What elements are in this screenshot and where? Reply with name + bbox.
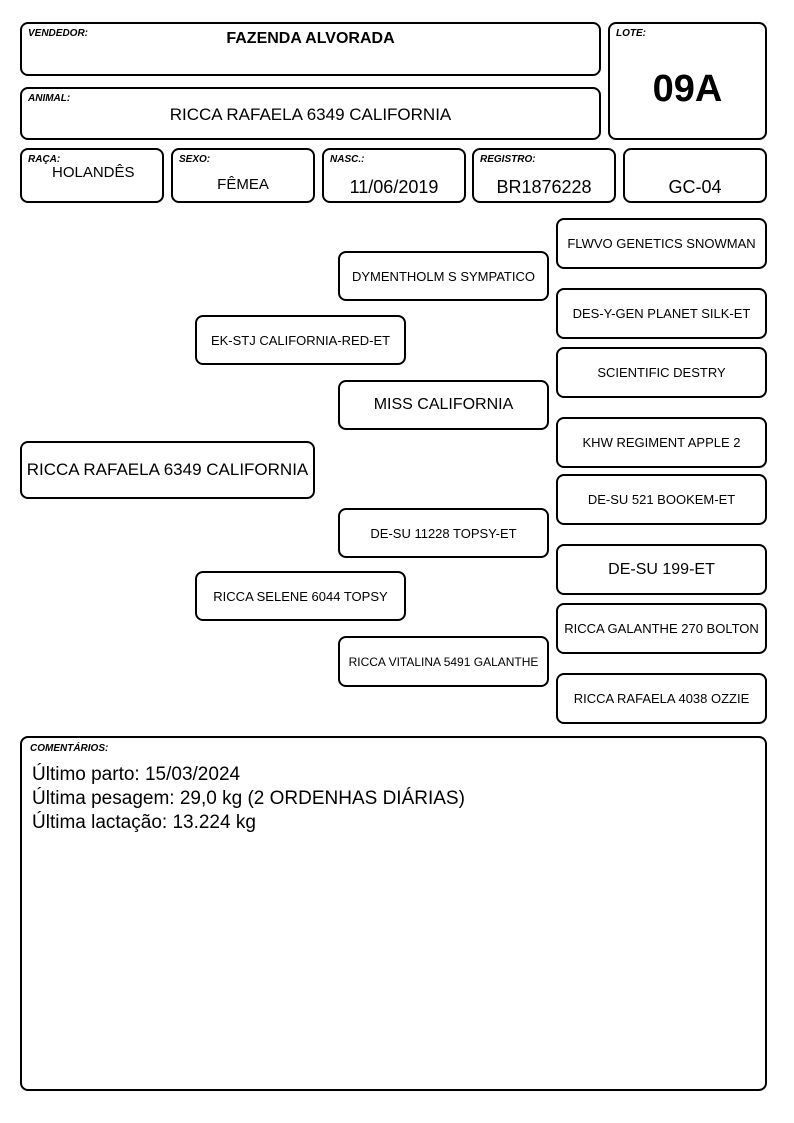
comment-line: Última lactação: 13.224 kg — [32, 812, 256, 833]
birth-box: NASC.: 11/06/2019 — [322, 148, 466, 203]
pedigree-dam-sire: DE-SU 11228 TOPSY-ET — [338, 508, 549, 558]
lot-label: LOTE: — [616, 28, 646, 39]
seller-box: VENDEDOR: FAZENDA ALVORADA — [20, 22, 601, 76]
pedigree-dd-sire: RICCA GALANTHE 270 BOLTON — [556, 603, 767, 654]
breed-value: HOLANDÊS — [52, 164, 135, 181]
animal-box: ANIMAL: RICCA RAFAELA 6349 CALIFORNIA — [20, 87, 601, 140]
birth-label: NASC.: — [330, 154, 365, 165]
sex-box: SEXO: FÊMEA — [171, 148, 315, 203]
breed-label: RAÇA: — [28, 154, 61, 165]
pedigree-dam: RICCA SELENE 6044 TOPSY — [195, 571, 406, 621]
pedigree-ss-dam: DES-Y-GEN PLANET SILK-ET — [556, 288, 767, 339]
pedigree-sd-dam: KHW REGIMENT APPLE 2 — [556, 417, 767, 468]
comment-line: Último parto: 15/03/2024 — [32, 764, 241, 785]
code-value: GC-04 — [668, 177, 722, 197]
lot-number: 09A — [652, 68, 723, 110]
pedigree-ds-sire: DE-SU 521 BOOKEM-ET — [556, 474, 767, 525]
animal-name: RICCA RAFAELA 6349 CALIFORNIA — [169, 105, 452, 124]
comment-line: Última pesagem: 29,0 kg (2 ORDENHAS DIÁR… — [32, 788, 465, 809]
pedigree-dam-dam: RICCA VITALINA 5491 GALANTHE — [338, 636, 549, 687]
pedigree-ds-dam: DE-SU 199-ET — [556, 544, 767, 595]
lot-box: LOTE: 09A — [608, 22, 767, 140]
pedigree-sd-sire: SCIENTIFIC DESTRY — [556, 347, 767, 398]
pedigree-sire-sire: DYMENTHOLM S SYMPATICO — [338, 251, 549, 301]
breed-box: RAÇA: HOLANDÊS — [20, 148, 164, 203]
comments-label: COMENTÁRIOS: — [30, 743, 109, 754]
birth-value: 11/06/2019 — [349, 177, 439, 197]
registry-box: REGISTRO: BR1876228 — [472, 148, 616, 203]
code-box: GC-04 — [623, 148, 767, 203]
sex-value: FÊMEA — [217, 176, 269, 193]
seller-label: VENDEDOR: — [28, 28, 89, 39]
pedigree-dd-dam: RICCA RAFAELA 4038 OZZIE — [556, 673, 767, 724]
pedigree-ss-sire: FLWVO GENETICS SNOWMAN — [556, 218, 767, 269]
pedigree-sire-dam: MISS CALIFORNIA — [338, 380, 549, 430]
seller-name: FAZENDA ALVORADA — [226, 30, 395, 47]
registry-value: BR1876228 — [496, 177, 592, 197]
pedigree-sire: EK-STJ CALIFORNIA-RED-ET — [195, 315, 406, 365]
pedigree-animal: RICCA RAFAELA 6349 CALIFORNIA — [20, 441, 315, 499]
animal-label: ANIMAL: — [28, 93, 71, 104]
comments-text: Último parto: 15/03/2024 Última pesagem:… — [32, 763, 465, 835]
comments-box: COMENTÁRIOS: Último parto: 15/03/2024 Úl… — [20, 736, 767, 1091]
registry-label: REGISTRO: — [480, 154, 536, 165]
sex-label: SEXO: — [179, 154, 211, 165]
